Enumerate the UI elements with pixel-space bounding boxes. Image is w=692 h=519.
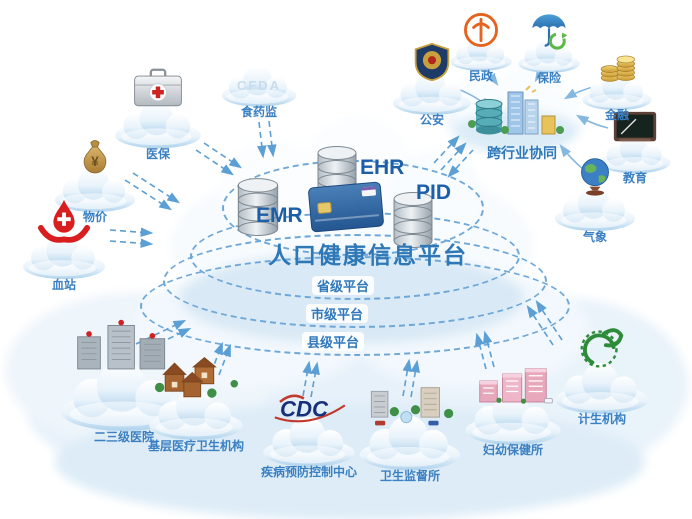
- cdc-letters: CDC: [280, 396, 329, 421]
- hub-icons: [468, 85, 564, 135]
- node-fuyou: 妇幼保健所: [462, 360, 564, 458]
- node-weisheng: 卫生监督所: [356, 384, 464, 484]
- money-bag-icon: ¥: [83, 140, 107, 174]
- town-buildings-icon: [370, 387, 454, 426]
- province-level-label: 省级平台: [312, 276, 375, 295]
- insurance-umbrella-icon: [532, 14, 568, 50]
- health-card-icon: [308, 181, 384, 233]
- node-jinrong: 金融: [580, 48, 654, 123]
- node-shiyaojian: CFDA 食药监: [219, 62, 299, 120]
- node-label: 食药监: [240, 104, 277, 119]
- node-cdc: CDC 疾病预防控制中心: [260, 390, 358, 480]
- cdc-logo-icon: CDC: [274, 394, 346, 423]
- node-label: 民政: [468, 68, 493, 83]
- blackboard-icon: [613, 111, 657, 142]
- node-jisheng: 计生机构: [552, 322, 652, 427]
- blood-donation-icon: [38, 199, 90, 243]
- county-level-label: 县级平台: [302, 332, 365, 351]
- medical-briefcase-icon: [134, 68, 182, 107]
- node-label: 计生机构: [577, 412, 626, 427]
- node-wujia: ¥ 物价: [52, 136, 138, 225]
- police-badge-icon: [414, 42, 450, 82]
- gold-coins-icon: [600, 55, 635, 82]
- node-xuezhan: 血站: [20, 198, 108, 293]
- svg-text:¥: ¥: [91, 154, 99, 169]
- pid-label: PID: [416, 181, 452, 204]
- node-label: 物价: [82, 210, 107, 225]
- node-jiaoyu: 教育: [597, 110, 673, 186]
- cfda-watermark: CFDA: [236, 78, 282, 93]
- pink-buildings-icon: [479, 368, 553, 404]
- node-label: 公安: [419, 113, 444, 127]
- node-label: 金融: [604, 108, 629, 123]
- family-planning-logo-icon: [580, 328, 624, 368]
- node-gongan: 公安: [390, 42, 474, 128]
- hub-label: 跨行业协同: [487, 145, 557, 161]
- emr-label: EMR: [256, 204, 303, 227]
- ehr-label: EHR: [360, 156, 405, 179]
- node-baoxian: 保险: [516, 10, 582, 86]
- node-label: 气象: [582, 229, 607, 244]
- node-qixiang: 气象: [552, 156, 638, 245]
- globe-icon: [581, 158, 609, 196]
- node-label: 基层医疗卫生机构: [147, 438, 244, 453]
- node-label: 二三级医院: [93, 429, 154, 444]
- node-label: 卫生监督所: [379, 469, 440, 484]
- civil-affairs-emblem-icon: [464, 13, 498, 47]
- node-label: 妇幼保健所: [482, 443, 543, 457]
- clinic-houses-icon: [154, 356, 238, 398]
- node-label: 保险: [536, 70, 561, 85]
- node-yibao: 医保: [112, 68, 204, 162]
- node-label: 疾病预防控制中心: [260, 464, 357, 479]
- node-label: 血站: [51, 277, 76, 292]
- node-label: 医保: [145, 146, 170, 161]
- platform-title: 人口健康信息平台: [268, 242, 468, 268]
- node-jiceng: 基层医疗卫生机构: [146, 352, 246, 454]
- node-label: 教育: [622, 171, 647, 186]
- city-level-label: 市级平台: [306, 304, 369, 323]
